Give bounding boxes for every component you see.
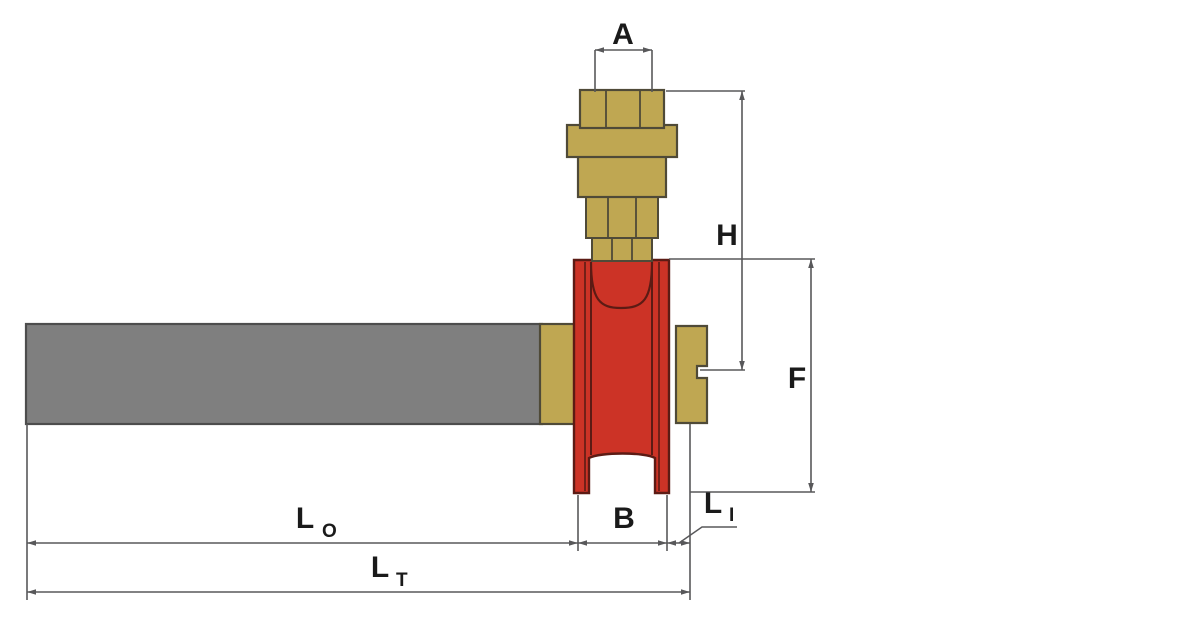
dimension-H: H [666, 90, 745, 371]
dimension-B: B [578, 502, 667, 546]
valve-outer-shell [572, 258, 671, 495]
pipe-body [24, 322, 544, 426]
valve-body [572, 258, 671, 495]
dimension-F-label: F [788, 362, 806, 395]
dimension-B-label: B [613, 502, 635, 535]
dimension-LO: L O [27, 502, 578, 546]
stem-top-hex-nut [578, 88, 666, 130]
stem-lower-nut [585, 195, 659, 239]
dimension-LI-leader [678, 526, 737, 544]
dimension-H-label: H [716, 219, 738, 252]
dimension-LI-label: L [704, 487, 722, 520]
dimension-LO-subscript: O [322, 521, 337, 542]
valve-seat-dome [589, 261, 654, 310]
pipe-outlet [24, 322, 544, 426]
dimension-LO-label: L [296, 502, 314, 535]
brass-stem-assembly [565, 88, 679, 262]
brass-inlet-body [674, 324, 709, 425]
dimension-LI-subscript: I [729, 505, 734, 526]
dimension-LT-label: L [371, 551, 389, 584]
stem-flange [565, 123, 679, 159]
dimension-F: F [669, 258, 815, 493]
dimension-A-label: A [612, 18, 634, 51]
dimension-A: A [594, 18, 653, 92]
dimension-LI: L I [667, 487, 737, 546]
brass-inlet-stub [674, 324, 709, 425]
dimension-LT: L T [27, 551, 690, 595]
dimension-LT-subscript: T [396, 570, 408, 591]
stem-lower-collar [591, 236, 653, 262]
